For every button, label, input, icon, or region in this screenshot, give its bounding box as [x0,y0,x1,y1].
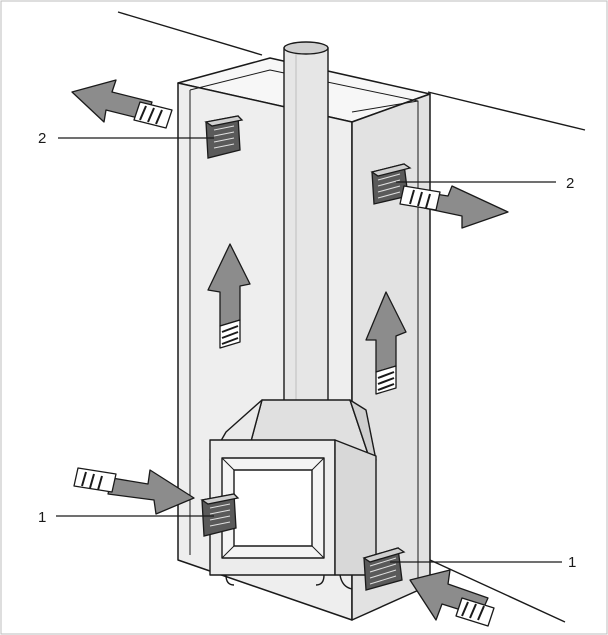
callout-top-right: 2 [566,175,574,192]
arrow-inflow-bottom-left [73,467,195,515]
arrow-inflow-bottom-right [409,569,495,627]
flue-pipe [283,41,329,414]
arrow-convection-right [365,291,407,395]
fireplace-insert [209,399,377,590]
arrow-outflow-top-right [399,185,509,229]
arrow-outflow-top-left [71,79,173,129]
callout-bottom-left: 1 [38,509,46,526]
callout-top-left: 2 [38,130,46,147]
room-lines [117,11,586,623]
grille-bottom-left [200,493,240,537]
arrow-convection-left [207,243,251,349]
leader-lines [56,137,562,563]
grille-bottom-right [362,547,406,591]
callout-bottom-right: 1 [568,554,576,571]
grille-top-left [204,115,244,159]
